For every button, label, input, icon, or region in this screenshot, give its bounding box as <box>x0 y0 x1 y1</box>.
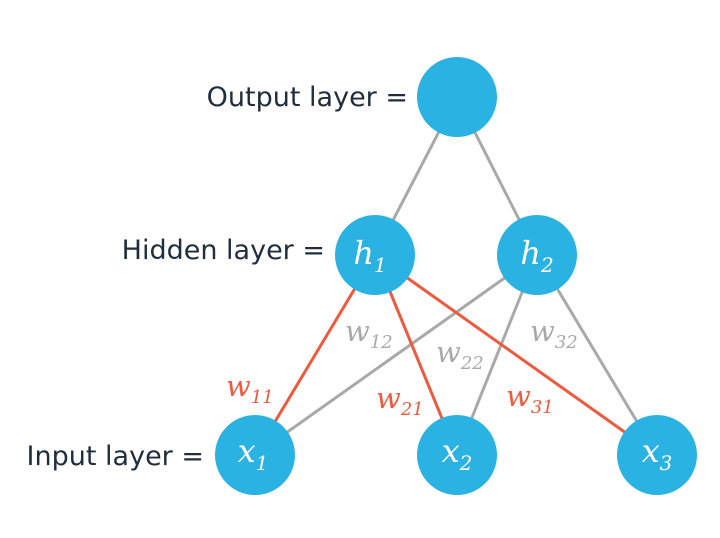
output-layer-label: Output layer = <box>207 82 408 113</box>
edge-h1-x3 <box>373 253 659 457</box>
input-node-x3 <box>617 415 697 495</box>
hidden-layer-label: Hidden layer = <box>122 235 325 266</box>
weight-w31: w31 <box>506 379 554 418</box>
weight-w12: w12 <box>345 314 393 353</box>
hidden-node-h2-label: h2 <box>520 234 553 277</box>
input-node-x2-label: x2 <box>442 432 473 475</box>
input-node-x1 <box>215 415 295 495</box>
input-node-x1-label: x1 <box>238 432 269 475</box>
hidden-node-h1 <box>335 215 415 295</box>
edge-h2-x1 <box>253 253 539 457</box>
hidden-node-h1-label: h1 <box>353 234 386 277</box>
input-layer-label: Input layer = <box>27 441 204 472</box>
weight-w32: w32 <box>530 314 578 353</box>
output-node <box>417 57 497 137</box>
hidden-node-h2 <box>497 215 577 295</box>
weight-w21: w21 <box>376 381 424 420</box>
weight-w22: w22 <box>436 335 484 374</box>
input-node-x3-label: x3 <box>642 432 673 475</box>
input-node-x2 <box>417 415 497 495</box>
weight-w11: w11 <box>226 369 274 408</box>
